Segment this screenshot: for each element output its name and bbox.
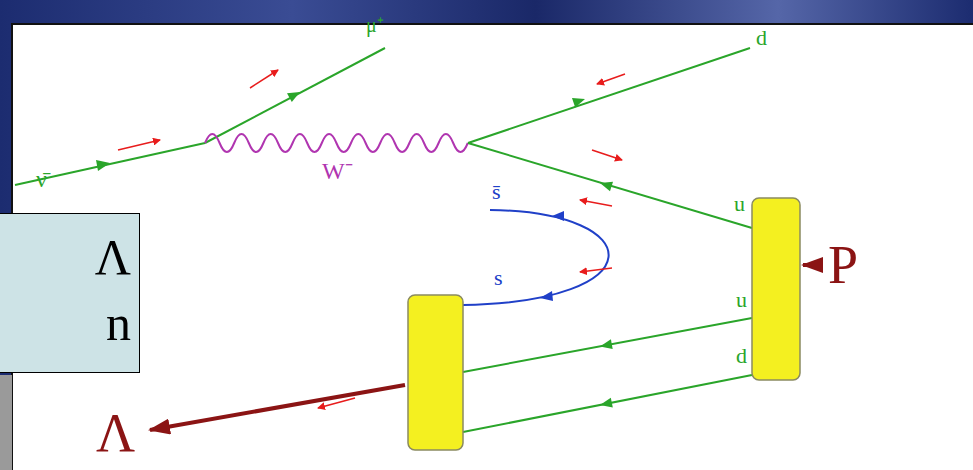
side-strip: [0, 375, 12, 470]
callout-box: Λ n: [0, 213, 140, 373]
spin-arrow: [592, 150, 622, 160]
spin-arrow: [580, 268, 612, 272]
spin-arrow: [118, 140, 160, 150]
lambda-blob: [408, 295, 463, 450]
quark-label: u: [734, 192, 745, 216]
white-panel: [12, 24, 973, 470]
fermion-line: [468, 143, 752, 228]
particle-label: μ⁺: [366, 14, 384, 36]
boson-wave: [205, 134, 468, 152]
proton-blob: [752, 198, 800, 380]
quark-label: s: [494, 266, 503, 290]
fermion-arrow: [600, 339, 613, 349]
fermion-line: [463, 375, 752, 432]
boson-label: W⁻: [322, 158, 353, 184]
fermion-arrow: [552, 211, 564, 221]
fermion-arrow: [600, 398, 613, 408]
particle-label: ν̄: [36, 166, 47, 192]
fermion-arrow: [540, 291, 553, 301]
quark-label: d: [736, 344, 747, 368]
quark-label: d: [756, 26, 767, 50]
fermion-line: [463, 318, 752, 372]
box-text: Λ n: [87, 214, 131, 356]
fermion-arrow: [287, 92, 300, 102]
fermion-line: [205, 48, 385, 143]
fermion-arrow: [600, 182, 613, 192]
hadron-label: Λ: [96, 404, 135, 463]
hadron-label: P: [828, 236, 858, 295]
fermion-line: [468, 48, 750, 143]
fermion-arrow: [572, 98, 585, 108]
spin-arrow: [250, 70, 278, 88]
fermion-arrow: [96, 160, 110, 171]
spin-arrow: [580, 200, 612, 206]
momentum-arrow: [150, 385, 405, 430]
quark-pair-line: [463, 210, 609, 305]
momentum-arrow: [803, 263, 822, 267]
quark-label: s̄: [492, 180, 501, 204]
spin-arrow: [597, 74, 625, 84]
quark-label: u: [736, 288, 747, 312]
